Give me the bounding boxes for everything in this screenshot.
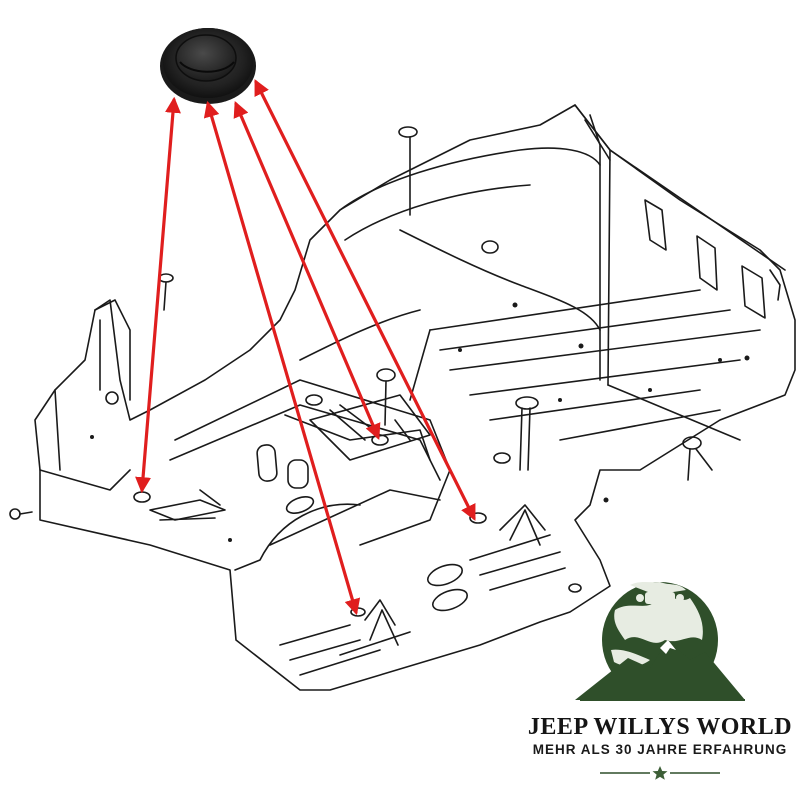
bracket-front <box>339 599 411 656</box>
star-icon <box>652 766 668 780</box>
floor-oval-4 <box>568 583 582 593</box>
grommet-6 <box>493 452 511 464</box>
wall-cutout-1 <box>644 199 667 251</box>
callout-arrow-right <box>254 79 476 521</box>
bolt-1 <box>9 508 33 520</box>
grommet-1 <box>158 273 174 311</box>
callout-arrow-left <box>135 96 181 494</box>
grommet-3 <box>481 240 499 254</box>
grommet-7 <box>682 436 713 481</box>
wall-cutout-3 <box>741 265 766 319</box>
floor-oval-3 <box>432 588 468 612</box>
brand-tagline: MEHR ALS 30 JAHRE ERFAHRUNG <box>533 742 788 757</box>
wall-cutout-2 <box>696 235 718 291</box>
left-panel-hole <box>105 391 119 405</box>
brand-name: JEEP WILLYS WORLD <box>528 714 792 740</box>
floor-oval-2 <box>427 563 463 587</box>
brand-logo: JEEP WILLYS WORLD MEHR ALS 30 JAHRE ERFA… <box>528 582 792 780</box>
bracket-right <box>499 504 546 546</box>
grille-icon <box>636 592 684 604</box>
standing-pin <box>515 396 539 471</box>
callout-arrows <box>135 79 476 616</box>
mountain-icon <box>575 640 745 700</box>
rubber-plug-icon <box>160 28 256 104</box>
